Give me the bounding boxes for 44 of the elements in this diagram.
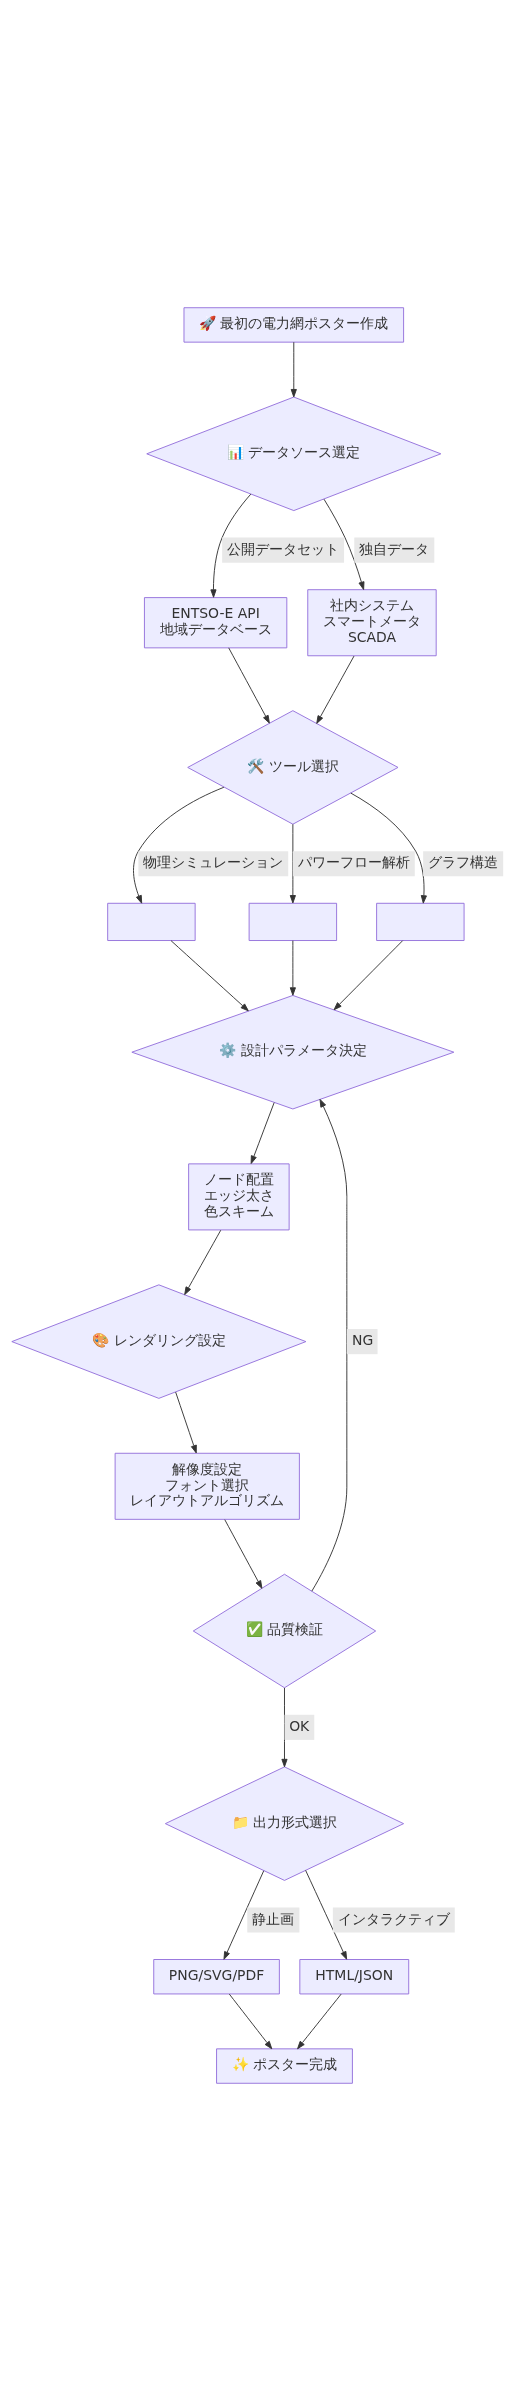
node-box: ノード配置 エッジ太さ 色スキーム [188, 1162, 290, 1230]
arrow [228, 646, 270, 723]
arrow [175, 1391, 197, 1453]
edge-label: 物理シミュレーション [143, 853, 284, 870]
edge-label: 独自データ [358, 540, 429, 557]
arrow [323, 498, 365, 590]
arrow [228, 1993, 273, 2049]
arrow [224, 1518, 263, 1589]
arrow [316, 655, 355, 724]
arrow [184, 1229, 222, 1295]
edge-label: OK [289, 1717, 310, 1734]
node-box: ✨ ポスター完成 [216, 2047, 353, 2084]
node-box: ENTSO-E API 地域データベース [143, 596, 288, 648]
node-diamond: 🛠 ツール選択 [187, 709, 399, 825]
node-box [376, 902, 465, 941]
edge-label: グラフ構造 [427, 853, 498, 870]
node-box: 解像度設定 フォント選択 レイアウトアルゴリズム [114, 1452, 300, 1520]
arrow [210, 493, 252, 598]
arrow [289, 939, 296, 996]
arrow [250, 1101, 275, 1164]
arrow [289, 823, 296, 903]
node-box: 🚀 最初の電力網ポスター作成 [183, 306, 405, 343]
edge-label: インタラクティブ [338, 1910, 450, 1927]
arrow [333, 939, 404, 1010]
node-diamond: 📁 出力形式選択 [164, 1765, 405, 1881]
arrow [170, 939, 249, 1011]
edge-label: 公開データセット [227, 540, 340, 557]
arrow [290, 341, 297, 397]
edge-label: パワーフロー解析 [297, 853, 410, 870]
node-box [107, 902, 196, 941]
arrow [223, 1869, 265, 1960]
node-box: PNG/SVG/PDF [153, 1958, 280, 1994]
edge-label: NG [351, 1331, 374, 1348]
arrow [133, 786, 225, 904]
arrow [311, 1098, 348, 1592]
node-diamond: ✅ 品質検証 [192, 1573, 377, 1688]
node-diamond: 📊 データソース選定 [146, 396, 442, 511]
node-box: HTML/JSON [299, 1958, 410, 1994]
node-box: 社内システム スマートメータ SCADA [307, 588, 437, 656]
edge-label: 静止画 [251, 1910, 294, 1927]
arrow [350, 792, 427, 904]
node-box [248, 902, 338, 941]
arrow [297, 1993, 342, 2049]
arrow [305, 1869, 348, 1960]
